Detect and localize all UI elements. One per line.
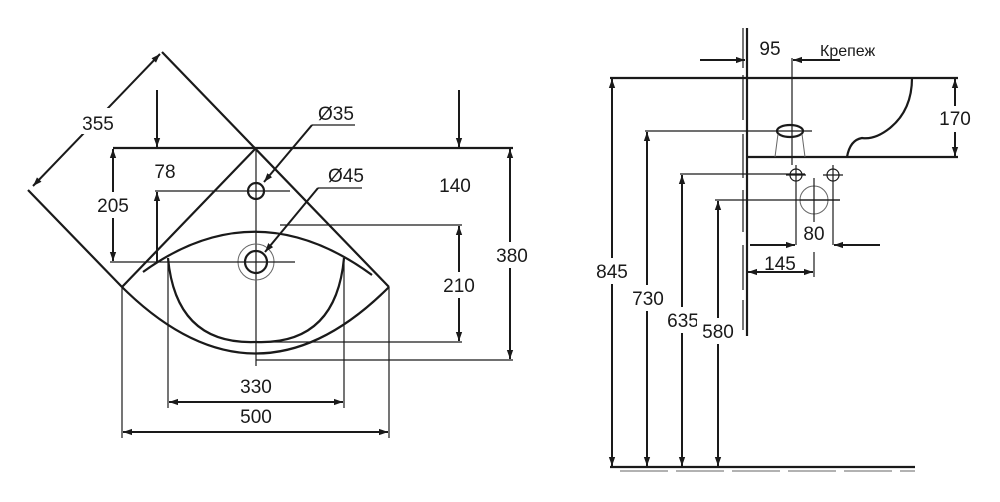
dim-210: 210: [443, 276, 475, 297]
tap-hole: [155, 181, 290, 201]
label-drain-diameter: Ø45: [328, 166, 364, 187]
dim-145: 145: [764, 254, 796, 275]
basin-profile: [610, 76, 958, 159]
dim-380: 380: [496, 246, 528, 267]
dim-170: 170: [939, 109, 971, 130]
dim-355: 355: [82, 114, 114, 135]
water-connections: [786, 165, 843, 245]
floor: [610, 465, 915, 472]
wall: [742, 28, 749, 336]
dim-78: 78: [154, 162, 175, 183]
side-view: 95 Крепеж 170 845 730 635 580 80 145: [591, 28, 978, 472]
drain-hole: [110, 243, 295, 281]
dim-330: 330: [240, 377, 272, 398]
dim-635: 635: [667, 311, 699, 332]
label-tap-diameter: Ø35: [318, 104, 354, 125]
dim-95: 95: [759, 39, 780, 60]
dim-205: 205: [97, 196, 129, 217]
dim-730: 730: [632, 289, 664, 310]
dim-500: 500: [240, 407, 272, 428]
top-view: 355 205 78 140 210 380 330 500: [27, 51, 534, 438]
label-fixing: Крепеж: [820, 43, 876, 60]
dim-580: 580: [702, 322, 734, 343]
dim-140: 140: [439, 176, 471, 197]
dim-80: 80: [803, 224, 824, 245]
dim-845: 845: [596, 262, 628, 283]
